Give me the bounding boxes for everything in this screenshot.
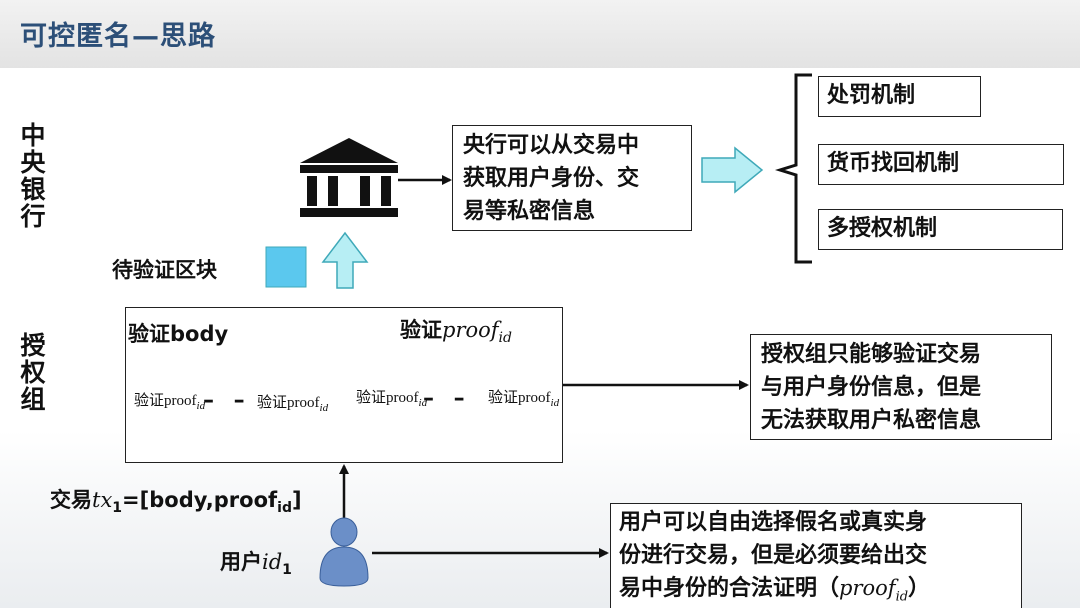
auth-group-info-line: 授权组只能够验证交易 [761,342,982,367]
bank-icon [300,138,398,217]
proof-item: 验证proofid [488,386,559,409]
user-info-last-suffix: ） [908,576,931,601]
proof-item: 验证proofid [257,391,328,414]
proof-item-prefix: 验证 [488,390,519,406]
proof-item-sub: id [196,400,206,412]
user-info-line: 份进行交易，但是必须要给出交 [619,543,928,568]
user-info-line: 用户可以自由选择假名或真实身 [619,510,928,535]
central-bank-info-box: 央行可以从交易中 获取用户身份、交 易等私密信息 [452,125,692,231]
auth-group-info-line: 无法获取用户私密信息 [761,408,982,433]
central-bank-info-line: 央行可以从交易中 [463,133,640,158]
transaction-close: ] [291,488,302,512]
proof-item-prefix: 验证 [257,395,288,411]
user-icon [319,517,369,587]
proof-item-prefix: 验证 [134,393,165,409]
transaction-var: tx [92,488,113,512]
proof-dash: – – [203,388,251,413]
transaction-suffix-sub: id [277,500,292,517]
central-bank-info-line: 易等私密信息 [463,199,596,224]
proof-item-sub: id [418,397,428,409]
user-info-box: 用户可以自由选择假名或真实身 份进行交易，但是必须要给出交 易中身份的合法证明（… [610,503,1022,608]
mechanism-label: 多授权机制 [827,216,938,241]
mechanism-brace [774,73,812,264]
page-title: 可控匿名—思路 [20,21,216,52]
proof-item: 验证proofid [134,389,205,412]
pending-block-label: 待验证区块 [112,258,217,282]
user-info-last-var: proof [839,576,896,600]
transaction-label: 交易tx1=[body,proofid] [50,484,302,516]
mechanism-label: 货币找回机制 [827,151,960,176]
proof-item-word: proof [518,390,551,406]
user-prefix: 用户 [220,550,262,574]
auth-group-info-box: 授权组只能够验证交易 与用户身份信息，但是 无法获取用户私密信息 [750,334,1052,440]
user-var-sub: 1 [282,562,292,579]
central-bank-label: 中央银行 [20,121,46,231]
mechanism-box-multi-auth: 多授权机制 [818,209,1063,250]
proof-item-word: proof [386,390,419,406]
verify-proof-title: 验证proofid [400,314,512,346]
proof-item-word: proof [287,395,320,411]
proof-item: 验证proofid [356,386,427,409]
user-label: 用户id1 [220,546,292,578]
proof-dash: – – [423,386,471,411]
proof-item-sub: id [319,402,329,414]
verify-proof-sub: id [498,330,512,347]
verification-panel [125,307,563,463]
mechanism-label: 处罚机制 [827,83,916,108]
verify-proof-var: proof [442,318,499,342]
user-info-last-prefix: 易中身份的合法证明（ [619,576,840,601]
hollow-arrow-right [701,146,764,194]
transaction-prefix: 交易 [50,488,92,512]
verify-body-title: 验证body [128,322,229,346]
mechanism-box-penalty: 处罚机制 [818,76,981,117]
proof-item-prefix: 验证 [356,390,387,406]
user-info-line: 易中身份的合法证明（proofid） [619,572,1013,613]
user-info-last-sub: id [895,589,909,605]
user-var: id [262,550,283,574]
proof-item-sub: id [550,397,560,409]
header-bar [0,0,1080,68]
auth-group-info-line: 与用户身份信息，但是 [761,375,982,400]
mechanism-box-recovery: 货币找回机制 [818,144,1064,185]
central-bank-info-line: 获取用户身份、交 [463,166,640,191]
transaction-var-sub: 1 [112,500,123,517]
auth-group-label: 授权组 [20,331,46,414]
proof-item-word: proof [164,393,197,409]
pending-block-square [265,246,307,288]
verify-proof-prefix: 验证 [400,318,442,342]
hollow-arrow-up [321,231,369,289]
transaction-suffix: =[body,proof [122,488,278,512]
